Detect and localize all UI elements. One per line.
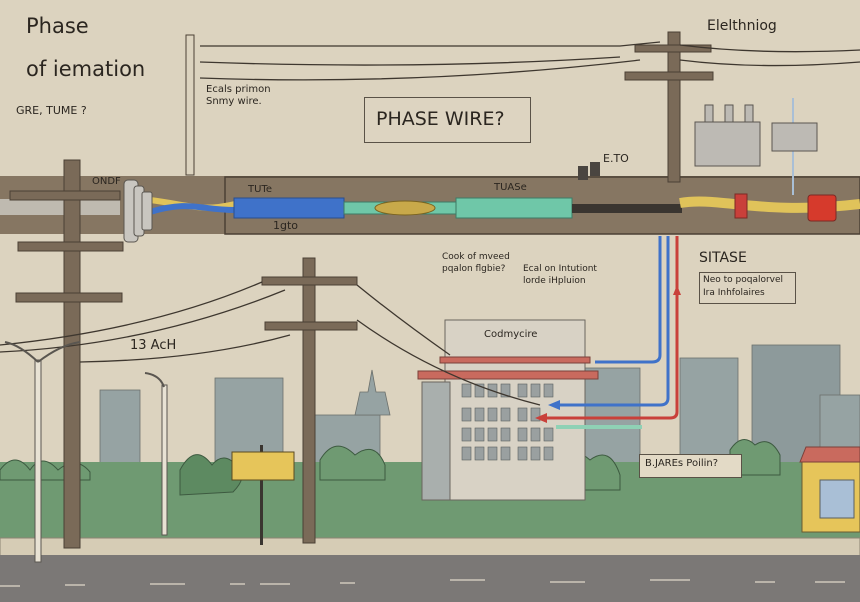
label-gre-tume: GRE, TUME ? <box>16 104 87 117</box>
label-ecal-line1: Ecal on Intutiont <box>523 264 597 274</box>
utility-poles <box>9 31 714 549</box>
bjare-sign: B.JAREs Poilin? <box>645 458 719 469</box>
traffic-signal <box>231 445 295 545</box>
cable-connector <box>123 179 153 243</box>
label-ondf: ONDF <box>92 176 121 187</box>
label-cook-line1: Cook of mveed <box>442 252 510 262</box>
house <box>799 446 860 533</box>
label-tuase: TUASe <box>494 182 527 193</box>
cable-assembly <box>0 162 860 222</box>
road-markings <box>0 579 845 587</box>
label-eto: E.TO <box>603 152 629 165</box>
title-line2: of iemation <box>26 57 146 81</box>
label-sitase: SITASE <box>699 250 747 266</box>
label-tute: TUTe <box>248 184 272 195</box>
street-lights <box>4 341 168 563</box>
label-cook-line2: pqalon flgbie? <box>442 264 506 274</box>
service-wires <box>535 98 794 429</box>
transformer <box>694 104 818 167</box>
bjare-sign-box <box>639 454 742 478</box>
phase-wire-heading: PHASE WIRE? <box>376 108 505 130</box>
label-smmy-wire: Snmy wire. <box>206 96 262 107</box>
title-line1: Phase <box>26 14 89 38</box>
label-igto: 1gto <box>273 219 299 232</box>
building-sign: Codmycire <box>484 329 538 340</box>
note-line2: Ira Inhfolaires <box>703 288 765 298</box>
label-13-ach: 13 AcH <box>130 338 177 353</box>
overhead-wires <box>0 41 860 406</box>
note-line1: Neo to poqalorvel <box>703 275 784 285</box>
label-ecal-line2: lorde iHpluion <box>523 276 586 286</box>
label-ecals-primon: Ecals primon <box>206 84 271 95</box>
sidewalk <box>0 537 860 557</box>
road <box>0 555 860 602</box>
label-elethniog: Elelthniog <box>707 18 777 34</box>
note-box <box>699 272 796 304</box>
phase-wire-box <box>364 97 531 143</box>
office-building <box>417 319 599 501</box>
